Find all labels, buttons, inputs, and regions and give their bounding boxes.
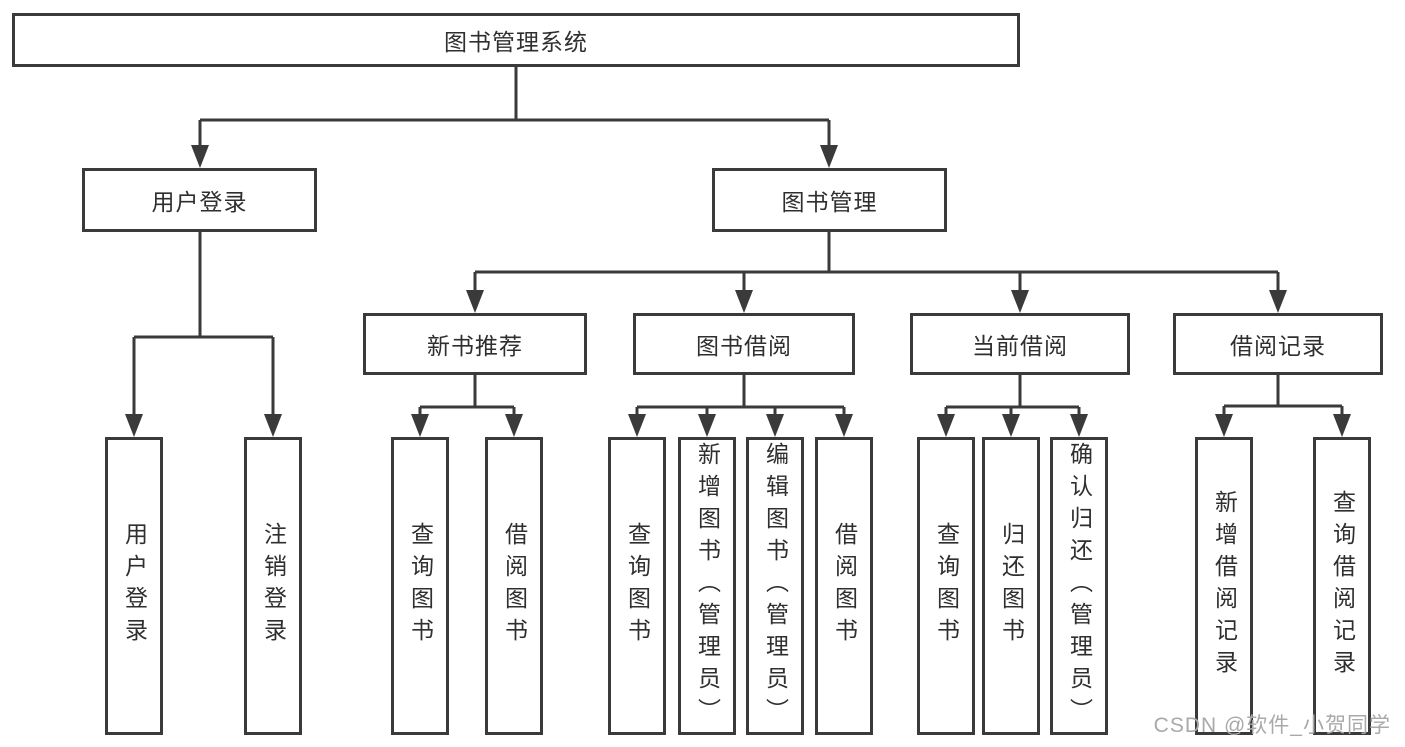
leaf-recommend-borrow-books: 借阅图书 xyxy=(485,437,543,735)
leaf-edit-books-admin: 编辑图书（管理员） xyxy=(746,437,804,735)
leaf-recommend-query-books-label: 查询图书 xyxy=(407,522,434,650)
leaf-return-books: 归还图书 xyxy=(982,437,1040,735)
leaf-query-borrow-record: 查询借阅记录 xyxy=(1313,437,1371,735)
node-library-system-label: 图书管理系统 xyxy=(444,29,588,55)
leaf-recommend-query-books: 查询图书 xyxy=(391,437,449,735)
leaf-add-borrow-record: 新增借阅记录 xyxy=(1195,437,1253,735)
node-new-book-recommend-label: 新书推荐 xyxy=(427,333,523,359)
csdn-watermark: CSDN @软件_小贺同学 xyxy=(1153,714,1391,737)
leaf-confirm-return-admin-label: 确认归还（管理员） xyxy=(1066,442,1093,730)
node-user-login: 用户登录 xyxy=(82,168,317,232)
leaf-borrow-query-books-label: 查询图书 xyxy=(624,522,651,650)
leaf-return-books-label: 归还图书 xyxy=(998,522,1025,650)
node-user-login-label: 用户登录 xyxy=(151,189,248,215)
leaf-edit-books-admin-label: 编辑图书（管理员） xyxy=(762,442,789,730)
leaf-add-books-admin-label: 新增图书（管理员） xyxy=(694,442,721,730)
leaf-confirm-return-admin: 确认归还（管理员） xyxy=(1050,437,1108,735)
leaf-current-query-books-label: 查询图书 xyxy=(933,522,960,650)
node-book-borrow: 图书借阅 xyxy=(633,313,855,375)
node-current-borrow: 当前借阅 xyxy=(910,313,1130,375)
node-book-management: 图书管理 xyxy=(712,168,947,232)
leaf-query-borrow-record-label: 查询借阅记录 xyxy=(1329,490,1356,682)
leaf-current-query-books: 查询图书 xyxy=(917,437,975,735)
leaf-recommend-borrow-books-label: 借阅图书 xyxy=(501,522,528,650)
leaf-user-login: 用户登录 xyxy=(105,437,163,735)
leaf-logout-label: 注销登录 xyxy=(260,522,287,650)
node-borrow-records-label: 借阅记录 xyxy=(1230,333,1326,359)
leaf-user-login-label: 用户登录 xyxy=(121,522,148,650)
node-current-borrow-label: 当前借阅 xyxy=(972,333,1068,359)
leaf-add-books-admin: 新增图书（管理员） xyxy=(678,437,736,735)
leaf-add-borrow-record-label: 新增借阅记录 xyxy=(1211,490,1238,682)
node-book-management-label: 图书管理 xyxy=(781,189,878,215)
leaf-borrow-books-label: 借阅图书 xyxy=(831,522,858,650)
leaf-borrow-query-books: 查询图书 xyxy=(608,437,666,735)
node-book-borrow-label: 图书借阅 xyxy=(696,333,792,359)
leaf-borrow-books: 借阅图书 xyxy=(815,437,873,735)
node-borrow-records: 借阅记录 xyxy=(1173,313,1383,375)
node-new-book-recommend: 新书推荐 xyxy=(363,313,587,375)
node-library-system: 图书管理系统 xyxy=(12,13,1020,67)
leaf-logout: 注销登录 xyxy=(244,437,302,735)
